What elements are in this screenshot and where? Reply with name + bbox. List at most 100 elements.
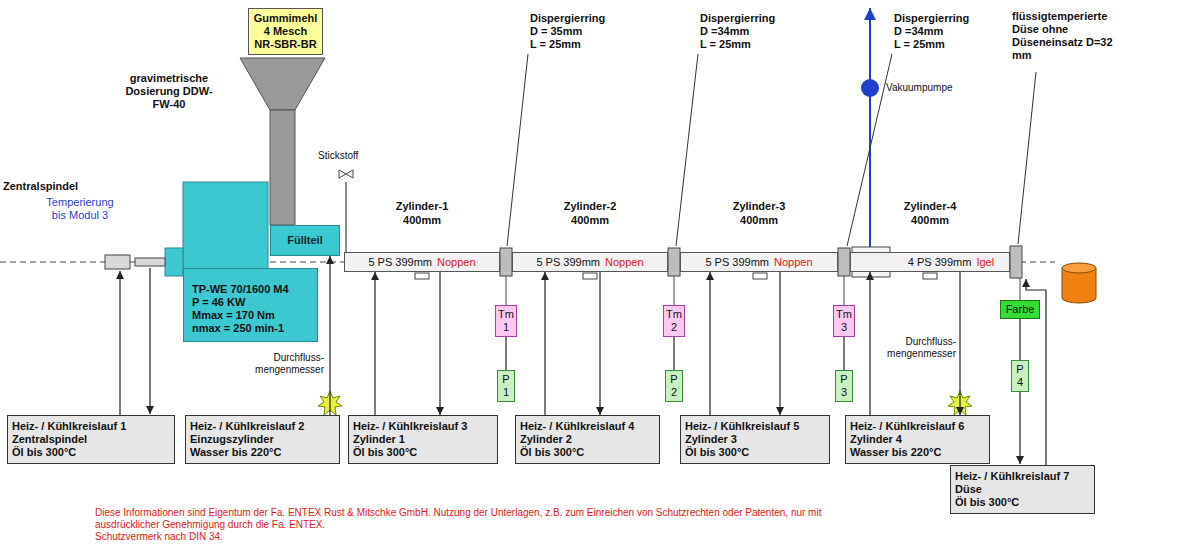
box-title: P 1 xyxy=(499,373,513,399)
box-title: Füllteil xyxy=(273,234,337,247)
hopper xyxy=(240,58,325,110)
flow-line xyxy=(869,272,870,415)
dosing-label: gravimetrische Dosierung DDW-FW-40 xyxy=(120,72,218,111)
section-spec: 5 PS 399mm xyxy=(536,256,600,269)
part-name: Zylinder-4 xyxy=(890,200,970,213)
box-title: P 2 xyxy=(667,373,681,399)
valve-symbol xyxy=(339,170,353,178)
feed-pipe xyxy=(270,110,295,225)
signal-line xyxy=(505,337,506,370)
box-text: Wasser bis 220°C xyxy=(190,446,335,459)
drive-coupling xyxy=(165,248,183,276)
screw-type: Noppen xyxy=(774,256,813,269)
box-text: nmax = 250 min-1 xyxy=(192,322,311,335)
barrel-section: 5 PS 399mm Noppen xyxy=(680,252,838,272)
gas-label: Stickstoff xyxy=(318,150,358,162)
section-spec: 5 PS 399mm xyxy=(705,256,769,269)
part-name: Zylinder-1 xyxy=(382,200,462,213)
circuit-box: Heiz- / Kühlkreislauf 6 Zylinder 4Wasser… xyxy=(845,415,990,464)
box-text: Öl bis 300°C xyxy=(353,446,493,459)
flow-line xyxy=(374,272,375,415)
sensor-line xyxy=(844,276,845,305)
flow-line xyxy=(709,272,710,415)
part-name: Durchfluss- mengenmesser xyxy=(244,352,324,376)
dimension: L = 25mm xyxy=(700,38,751,51)
drive-box: TP-WE 70/1600 M4P = 46 KWMmax = 170 Nmnm… xyxy=(183,268,318,342)
temperature-sensor: Tm 3 xyxy=(833,305,855,337)
section-spec: 5 PS 399mm xyxy=(368,256,432,269)
box-title: P 4 xyxy=(1013,363,1027,389)
drive-housing xyxy=(183,182,268,269)
dimension: 400mm xyxy=(719,214,799,227)
part-name: Durchfluss- mengenmesser xyxy=(876,336,956,360)
flow-line xyxy=(329,256,330,415)
leader-line xyxy=(676,54,698,246)
signal-line xyxy=(673,337,674,370)
nitrogen-line xyxy=(345,182,346,252)
circuit-box: Heiz- / Kühlkreislauf 1 ZentralspindelÖl… xyxy=(7,415,175,464)
box-title: Heiz- / Kühlkreislauf 1 Zentralspindel xyxy=(12,420,170,446)
material-box: Gummimehl4 MeschNR-SBR-BR xyxy=(248,8,323,55)
box-title: Heiz- / Kühlkreislauf 7 Düse xyxy=(955,470,1090,496)
shaft-end xyxy=(135,258,165,266)
flow-line xyxy=(599,272,600,415)
sensor-line xyxy=(674,276,675,305)
dispersing-ring xyxy=(500,248,512,276)
flow-line xyxy=(544,272,545,415)
part-name: Dispergierring xyxy=(530,12,605,25)
circuit-box: Heiz- / Kühlkreislauf 7 DüseÖl bis 300°C xyxy=(950,465,1095,514)
flow-line xyxy=(959,272,960,415)
part-name: Zylinder-3 xyxy=(719,200,799,213)
box-title: P 3 xyxy=(837,373,851,399)
box-text: P = 46 KW xyxy=(192,296,311,309)
support xyxy=(753,273,767,279)
pressure-sensor: P 4 xyxy=(1011,360,1029,392)
box-title: Farbe xyxy=(1004,303,1036,316)
box-title: Tm 1 xyxy=(497,308,515,334)
box-title: Tm 2 xyxy=(665,308,683,334)
barrel-section: 4 PS 399mmIgel xyxy=(850,252,1010,272)
dimension: 400mm xyxy=(890,214,970,227)
dimension: D =34mm xyxy=(894,25,943,38)
box-text: Wasser bis 220°C xyxy=(850,446,985,459)
box-title: TP-WE 70/1600 M4 xyxy=(192,283,311,296)
box-text: Mmax = 170 Nm xyxy=(192,309,311,322)
part-name: Vakuumpumpe xyxy=(886,82,953,94)
temperature-sensor: Tm 1 xyxy=(495,305,517,337)
flow-line xyxy=(439,272,440,415)
box-text: Öl bis 300°C xyxy=(685,446,825,459)
signal-line xyxy=(843,337,844,370)
dimension: D =34mm xyxy=(700,25,749,38)
vacuum-line xyxy=(869,8,871,247)
dispersing-ring xyxy=(838,248,850,276)
signal-line xyxy=(1019,319,1020,360)
section-spec: 4 PS 399mm xyxy=(908,256,972,269)
leader-line xyxy=(847,54,892,246)
copyright-note: Diese Informationen sind Eigentum der Fa… xyxy=(95,507,825,531)
rotary-joint xyxy=(105,255,130,269)
support xyxy=(923,273,937,279)
part-name: Zentralspindel xyxy=(3,180,78,193)
circuit-box: Heiz- / Kühlkreislauf 4 Zylinder 2Öl bis… xyxy=(515,415,660,464)
dimension: L = 25mm xyxy=(894,38,945,51)
circuit-box: Heiz- / Kühlkreislauf 3 Zylinder 1Öl bis… xyxy=(348,415,498,464)
box-title: Tm 3 xyxy=(835,308,853,334)
pressure-sensor: P 1 xyxy=(497,370,515,402)
part-name: flüssigtemperierte Düse ohne Düseneinsat… xyxy=(1012,10,1116,62)
screw-type: Noppen xyxy=(605,256,644,269)
product-container xyxy=(1062,263,1096,273)
box-text: NR-SBR-BR xyxy=(251,38,320,51)
box-text: Öl bis 300°C xyxy=(520,446,655,459)
feed-line xyxy=(119,271,120,415)
dimension: 400mm xyxy=(382,214,462,227)
note: Temperierung bis Modul 3 xyxy=(38,196,122,222)
barrel-section: 5 PS 399mm Noppen xyxy=(512,252,668,272)
copyright-note: Schutzvermerk nach DIN 34. xyxy=(95,531,223,543)
box-title: Heiz- / Kühlkreislauf 5 Zylinder 3 xyxy=(685,420,825,446)
box-text: Öl bis 300°C xyxy=(955,496,1090,509)
part-name: Dispergierring xyxy=(894,12,969,25)
sensor-line xyxy=(506,276,507,305)
barrel-section: 5 PS 399mmNoppen xyxy=(344,252,500,272)
circuit-box: Heiz- / Kühlkreislauf 2 EinzugszylinderW… xyxy=(185,415,340,464)
dimension: 400mm xyxy=(550,214,630,227)
